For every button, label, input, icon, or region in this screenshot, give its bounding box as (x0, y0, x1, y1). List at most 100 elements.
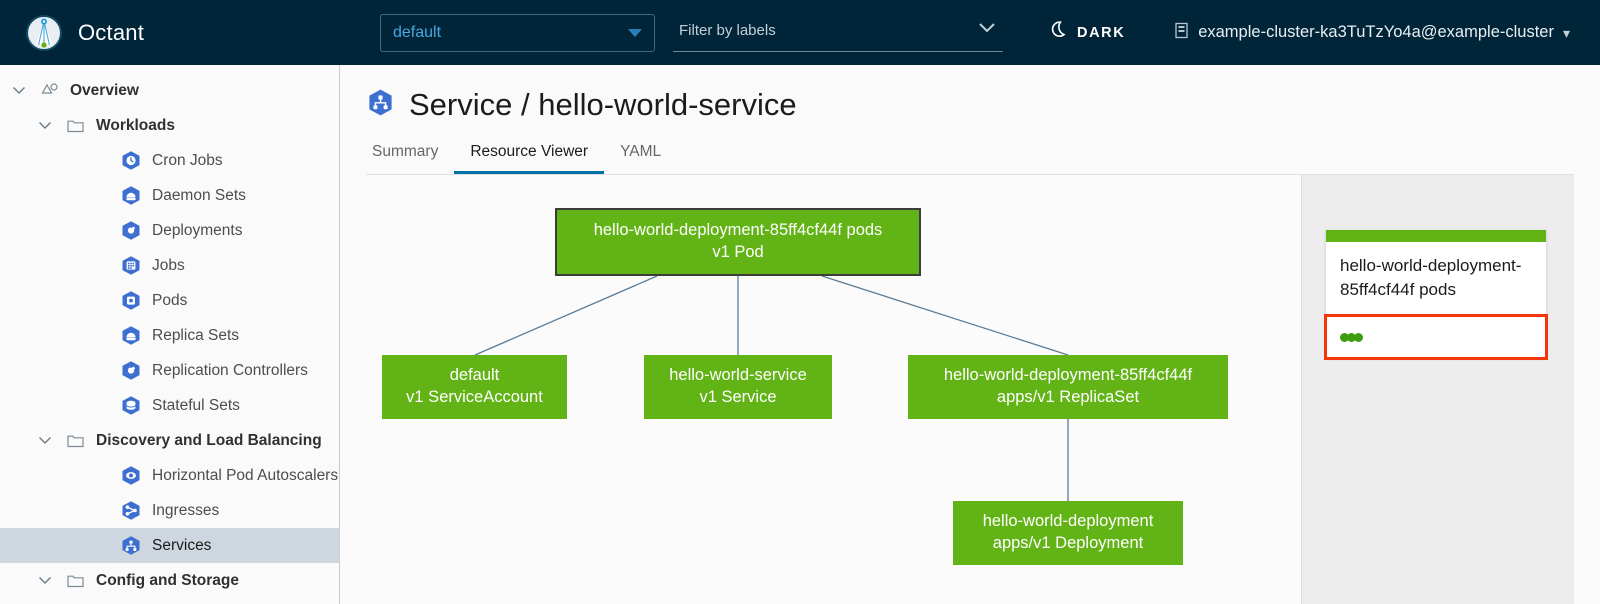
sidebar-item-label: Replica Sets (152, 326, 240, 344)
graph-node-name: default (449, 366, 500, 385)
chevron-down-icon (977, 21, 997, 39)
pod-status-dots (1340, 333, 1363, 343)
graph-edge (474, 275, 658, 356)
tab-bar: Summary Resource Viewer YAML (366, 137, 1600, 174)
moon-icon (1051, 21, 1068, 44)
graph-node-replicaset[interactable]: hello-world-deployment-85ff4cf44f apps/v1… (908, 355, 1228, 419)
graph-node-name: hello-world-deployment-85ff4cf44f (943, 366, 1193, 385)
graph-edge (821, 275, 1069, 356)
sidebar-item-jobs[interactable]: Jobs (0, 248, 339, 283)
top-header: Octant default Filter by labels DARK (0, 0, 1600, 65)
sidebar-item-label: Replication Controllers (152, 361, 308, 379)
chevron-down-icon[interactable] (28, 576, 62, 585)
sidebar-item-horizontal-pod-autoscalers[interactable]: Horizontal Pod Autoscalers (0, 458, 339, 493)
graph-edges (474, 275, 1069, 501)
sidebar-item-label: Stateful Sets (152, 396, 240, 414)
chevron-down-icon[interactable] (28, 436, 62, 445)
sidebar-item-label: Pods (152, 291, 188, 309)
sidebar-item-overview[interactable]: Overview (0, 73, 339, 108)
cluster-name: example-cluster-ka3TuTzYo4a@example-clus… (1198, 23, 1554, 41)
sidebar-item-config-and-storage[interactable]: Config and Storage (0, 563, 339, 598)
graph-node-name: hello-world-service (669, 366, 807, 385)
brand-name: Octant (78, 19, 145, 45)
stateful-sets-icon (118, 395, 144, 416)
sidebar-item-ingresses[interactable]: Ingresses (0, 493, 339, 528)
sidebar-item-stateful-sets[interactable]: Stateful Sets (0, 388, 339, 423)
daemon-sets-icon (118, 185, 144, 206)
pod-status-dot[interactable] (1340, 333, 1349, 343)
cluster-icon (1174, 22, 1189, 44)
sidebar-item-services[interactable]: Services (0, 528, 339, 563)
namespace-value: default (393, 23, 442, 41)
graph-node-name: hello-world-deployment-85ff4cf44f pods (593, 221, 883, 240)
chevron-down-icon[interactable] (2, 86, 36, 95)
pod-status-dot[interactable] (1347, 333, 1356, 343)
sidebar-item-label: Ingresses (152, 501, 220, 519)
graph-node-kind: apps/v1 ReplicaSet (996, 388, 1140, 406)
graph-node-kind: v1 Service (699, 388, 777, 406)
hpa-icon (118, 465, 144, 486)
brand: Octant (16, 13, 366, 53)
resource-viewer-body: hello-world-deployment-85ff4cf44f pods v1… (366, 174, 1574, 604)
jobs-icon (118, 255, 144, 276)
graph-node-service[interactable]: hello-world-service v1 Service (644, 355, 832, 419)
main-content: Service / hello-world-service Summary Res… (340, 65, 1600, 604)
sidebar-item-deployments[interactable]: Deployments (0, 213, 339, 248)
card-status-bar (1326, 230, 1546, 242)
octant-logo-icon (24, 13, 64, 53)
graph-node-sa[interactable]: default v1 ServiceAccount (382, 355, 567, 419)
tab-summary[interactable]: Summary (372, 143, 439, 160)
graph-node-name: hello-world-deployment (982, 512, 1154, 531)
sidebar-item-replication-controllers[interactable]: Replication Controllers (0, 353, 339, 388)
sidebar-item-label: Daemon Sets (152, 186, 246, 204)
sidebar-item-replica-sets[interactable]: Replica Sets (0, 318, 339, 353)
label-filter-placeholder: Filter by labels (679, 21, 776, 39)
replication-controllers-icon (118, 360, 144, 381)
sidebar-item-daemon-sets[interactable]: Daemon Sets (0, 178, 339, 213)
graph-node-kind: v1 ServiceAccount (406, 388, 543, 406)
label-filter-input[interactable]: Filter by labels (673, 14, 1003, 52)
tab-resource-viewer[interactable]: Resource Viewer (454, 137, 605, 174)
resource-graph-canvas[interactable]: hello-world-deployment-85ff4cf44f pods v1… (366, 175, 1302, 604)
tab-yaml[interactable]: YAML (620, 143, 662, 160)
sidebar-item-pods[interactable]: Pods (0, 283, 339, 318)
services-icon (366, 88, 395, 122)
pods-icon (118, 290, 144, 311)
pod-status-dot[interactable] (1354, 333, 1363, 343)
chevron-down-icon: ▾ (1562, 24, 1570, 41)
sidebar-item-workloads[interactable]: Workloads (0, 108, 339, 143)
ingresses-icon (118, 500, 144, 521)
card-title: hello-world-deployment-85ff4cf44f pods (1340, 256, 1522, 300)
services-icon (118, 535, 144, 556)
graph-node-kind: apps/v1 Deployment (992, 534, 1144, 552)
sidebar-item-label: Discovery and Load Balancing (96, 431, 322, 449)
detail-panel: hello-world-deployment-85ff4cf44f pods (1302, 175, 1574, 604)
graph-node-kind: v1 Pod (712, 243, 764, 261)
triangle-down-icon (628, 28, 642, 37)
namespace-selector[interactable]: default (380, 13, 655, 52)
sidebar-item-label: Horizontal Pod Autoscalers (152, 466, 339, 484)
overview-icon (36, 82, 62, 99)
cron-jobs-icon (118, 150, 144, 171)
card-pod-status-row[interactable] (1324, 314, 1548, 361)
folder-icon (62, 118, 88, 133)
theme-toggle-button[interactable]: DARK (1043, 15, 1133, 50)
graph-node-pod[interactable]: hello-world-deployment-85ff4cf44f pods v1… (555, 208, 921, 276)
folder-icon (62, 573, 88, 588)
folder-icon (62, 433, 88, 448)
replica-sets-icon (118, 325, 144, 346)
title-row: Service / hello-world-service (366, 87, 1600, 123)
page-header: Service / hello-world-service Summary Res… (340, 65, 1600, 174)
resource-detail-card[interactable]: hello-world-deployment-85ff4cf44f pods (1324, 230, 1548, 361)
sidebar-item-cron-jobs[interactable]: Cron Jobs (0, 143, 339, 178)
theme-toggle-label: DARK (1077, 24, 1126, 41)
sidebar-item-label: Jobs (152, 256, 185, 274)
cluster-selector[interactable]: example-cluster-ka3TuTzYo4a@example-clus… (1170, 16, 1574, 50)
chevron-down-icon[interactable] (28, 121, 62, 130)
graph-node-deployment[interactable]: hello-world-deployment apps/v1 Deployment (953, 501, 1183, 565)
sidebar-item-discovery-and-load-balancing[interactable]: Discovery and Load Balancing (0, 423, 339, 458)
sidebar-item-label: Workloads (96, 116, 175, 134)
